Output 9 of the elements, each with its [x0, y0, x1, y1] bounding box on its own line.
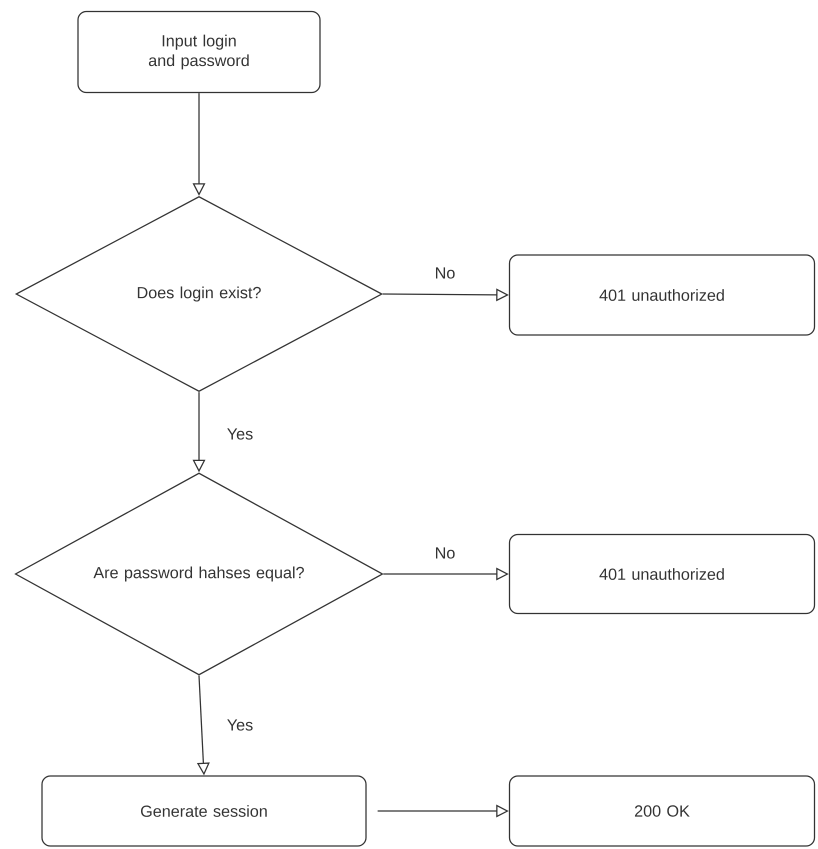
- edge-label: Yes: [227, 719, 253, 731]
- edge-label: Yes: [227, 428, 253, 440]
- process-box: Input login and password: [77, 10, 321, 94]
- process-box: 200 OK: [508, 775, 816, 847]
- edge-label: No: [436, 547, 455, 559]
- process-box: Generate session: [41, 775, 367, 847]
- process-box: 401 unauthorized: [508, 254, 816, 336]
- process-box: 401 unauthorized: [508, 534, 816, 614]
- edge-label: No: [436, 267, 455, 279]
